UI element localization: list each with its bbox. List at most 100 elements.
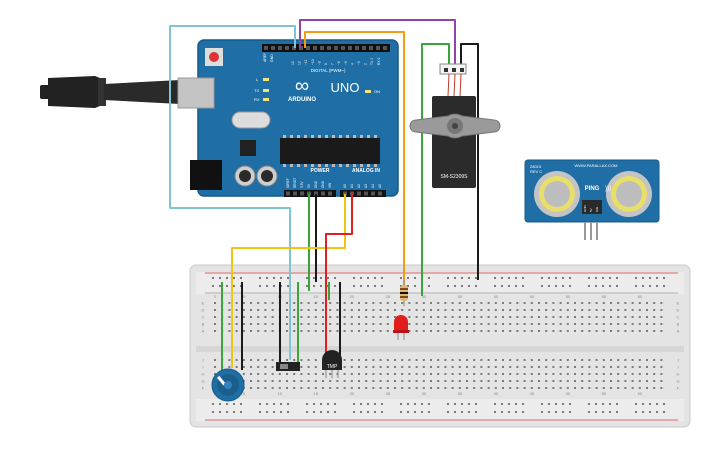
breadboard-row-letter: J — [677, 358, 679, 363]
breadboard-row-letter: F — [202, 386, 205, 391]
servo-motor[interactable]: SM-S2309S — [409, 63, 501, 188]
breadboard-row-letter: J — [202, 358, 204, 363]
analog-pin-label: A5 — [378, 184, 382, 188]
slide-switch[interactable] — [276, 362, 300, 371]
on-led-label: ON — [374, 89, 380, 94]
wire-black-servo[interactable] — [460, 43, 479, 280]
analog-pin-label: A4 — [371, 184, 375, 188]
breadboard-row-letter: I — [202, 365, 203, 370]
breadboard-row-letter: A — [202, 329, 205, 334]
led[interactable] — [393, 315, 409, 340]
power-pin-label: 5V — [307, 183, 311, 188]
breadboard-column-number: 5 — [243, 294, 246, 299]
digital-pin-label: 7 — [331, 63, 335, 65]
digital-pin-label: ~9 — [317, 61, 321, 65]
ping-corner-text: 28015 — [530, 164, 542, 169]
breadboard-row-letter: E — [677, 301, 680, 306]
power-header-label: POWER — [311, 168, 330, 174]
breadboard-column-number: 5 — [243, 391, 246, 396]
arduino-brand-label: ARDUINO — [288, 97, 316, 103]
ping-pin-sig: SIG — [595, 206, 599, 212]
breadboard-row-letter: A — [677, 329, 680, 334]
wire-green-servo[interactable] — [421, 43, 450, 280]
breadboard-column-number: 35 — [458, 294, 463, 299]
wire-green-5v[interactable] — [308, 194, 310, 291]
breadboard-column-number: 35 — [458, 391, 463, 396]
digital-pin-label: ~5 — [344, 61, 348, 65]
analog-header[interactable] — [340, 190, 386, 197]
wire-cyan[interactable] — [169, 25, 296, 360]
digital-header-label: DIGITAL (PWM~) — [311, 68, 346, 73]
analog-pin-label: A0 — [343, 184, 347, 188]
digital-pin-label: 2 — [364, 63, 368, 65]
wire-purple[interactable] — [299, 19, 456, 66]
digital-pin-label: 8 — [324, 63, 328, 65]
aref-label: AREF — [263, 53, 267, 62]
breadboard-column-number: 15 — [314, 391, 319, 396]
microcontroller-pins — [283, 135, 377, 167]
breadboard-row-letter: G — [676, 379, 679, 384]
power-pin-label: IOREF — [286, 178, 290, 188]
digital-header[interactable] — [262, 44, 390, 52]
breadboard-row-letter: E — [202, 301, 205, 306]
breadboard-column-number: 50 — [566, 294, 571, 299]
status-leds: L TX RX ON — [254, 77, 380, 102]
digital-pin-label: ~10 — [311, 59, 315, 65]
arduino-logo-icon: ∞ — [295, 75, 309, 97]
breadboard-column-number: 60 — [638, 391, 643, 396]
breadboard-column-number: 60 — [638, 294, 643, 299]
breadboard-row-letter: I — [677, 365, 678, 370]
digital-pin-label: 13 — [291, 61, 295, 65]
breadboard-column-number: 45 — [530, 294, 535, 299]
power-header-holes — [286, 191, 382, 196]
analog-pin-label: A3 — [364, 184, 368, 188]
potentiometer[interactable] — [211, 368, 245, 402]
digital-pin-label: 4 — [350, 63, 354, 65]
breadboard-column-number: 20 — [350, 391, 355, 396]
analog-pin-label: A2 — [357, 184, 361, 188]
power-pin-label: GND — [314, 180, 318, 188]
ping-waves-icon: ))) — [605, 186, 611, 192]
wire-yellow-a0[interactable] — [231, 194, 346, 368]
ping-pin-5v: 5V — [589, 208, 593, 212]
led-label-l: L — [256, 77, 259, 82]
digital-pin-label: 12 — [298, 61, 302, 65]
ping-brand: WWW.PARALLAX.COM — [574, 163, 617, 168]
digital-pin-label: RX 0 — [377, 58, 381, 65]
breadboard-column-number: 45 — [530, 391, 535, 396]
resistor[interactable] — [400, 280, 408, 306]
breadboard-row-letter: C — [677, 315, 680, 320]
power-pin-label: VIN — [328, 182, 332, 188]
breadboard-column-number: 20 — [350, 294, 355, 299]
breadboard-column-number: 10 — [278, 391, 283, 396]
potentiometer-knob-icon — [224, 381, 232, 389]
digital-pin-label: ~11 — [304, 59, 308, 65]
breadboard-column-number: 30 — [422, 294, 427, 299]
servo-label: SM-S2309S — [441, 174, 469, 180]
ultrasonic-ping-sensor[interactable]: 28015 REV C WWW.PARALLAX.COM PING ))) GN… — [524, 159, 660, 240]
tmp-temperature-sensor[interactable]: TMP — [322, 350, 342, 378]
breadboard-column-number: 25 — [386, 391, 391, 396]
power-pin-label: RESET — [293, 177, 297, 188]
breadboard-row-letter: B — [677, 322, 680, 327]
breadboard-row-letter: D — [677, 308, 680, 313]
power-pin-label: GND — [321, 180, 325, 188]
breadboard-row-letter: B — [202, 322, 205, 327]
wire-red-a1[interactable] — [325, 194, 353, 362]
arduino-model-label: UNO — [331, 80, 360, 95]
breadboard[interactable]: 1155101015152020252530303535404045455050… — [189, 264, 691, 428]
breadboard-column-number: 40 — [494, 391, 499, 396]
breadboard-column-number: 15 — [314, 294, 319, 299]
breadboard-row-letter: H — [202, 372, 205, 377]
power-pin-label: 3.3V — [300, 181, 304, 188]
breadboard-column-number: 25 — [386, 294, 391, 299]
breadboard-row-letter: D — [202, 308, 205, 313]
wire-orange[interactable] — [304, 31, 405, 290]
ping-pin-gnd: GND — [583, 205, 587, 213]
breadboard-row-letter: F — [677, 386, 680, 391]
analog-pin-label: A1 — [350, 184, 354, 188]
